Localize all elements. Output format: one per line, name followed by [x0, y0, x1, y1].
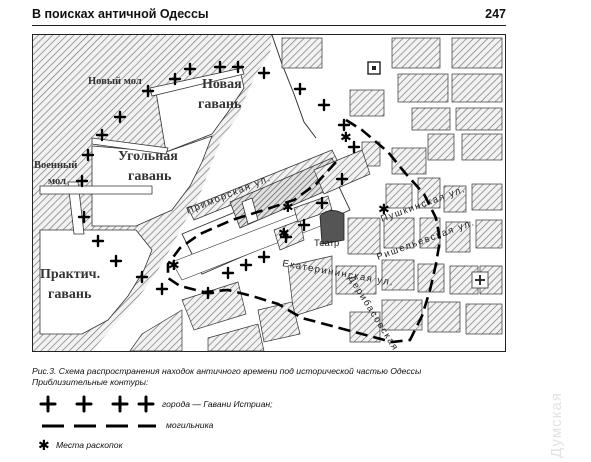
- page-number: 247: [485, 7, 506, 21]
- legend-excavations-label: Места раскопок: [56, 440, 123, 450]
- svg-text:✱: ✱: [278, 226, 290, 242]
- label-novaya-gavan-2: гавань: [198, 97, 242, 112]
- svg-text:✱: ✱: [340, 130, 352, 146]
- piers: [39, 67, 245, 235]
- legend-necropolis-label: могильника: [166, 420, 214, 430]
- label-voenniy-mol-1: Военный: [34, 160, 77, 171]
- theatre-building: [319, 210, 345, 245]
- book-title: В поисках античной Одессы: [32, 7, 209, 21]
- caption-line-1: Рис.3. Схема распространения находок ант…: [32, 366, 422, 376]
- legend: ✱ города — Гавани Истриан; могильника Ме…: [32, 392, 512, 456]
- legend-symbols: ✱: [38, 395, 156, 454]
- label-praktich-gavan-2: гавань: [48, 287, 92, 302]
- city-contour: [75, 60, 361, 300]
- caption-line-2: Приблизительные контуры:: [32, 377, 149, 387]
- label-voenniy-mol-2: мол: [48, 176, 66, 187]
- necropolis-contour: [166, 118, 442, 344]
- watermark: Думская: [548, 392, 565, 458]
- label-ugolnaya-gavan-2: гавань: [128, 169, 172, 184]
- header-rule: [32, 25, 506, 26]
- city-legend-icon: [39, 395, 155, 413]
- svg-text:✱: ✱: [378, 202, 390, 218]
- page-header: В поисках античной Одессы 247: [32, 4, 506, 26]
- svg-text:✱: ✱: [168, 258, 180, 274]
- excavation-markers: ✱ ✱ ✱ ✱ ✱: [168, 130, 390, 274]
- sea-area: [33, 35, 272, 351]
- figure-caption: Рис.3. Схема распространения находок ант…: [32, 366, 512, 388]
- legend-city-label: города — Гавани Истриан;: [162, 399, 273, 409]
- label-novaya-gavan-1: Новая: [202, 77, 242, 92]
- label-praktich-gavan-1: Практич.: [40, 267, 100, 282]
- church-icon: [471, 271, 489, 289]
- map-figure: Новый мол Новая гавань Угольная гавань В…: [32, 34, 506, 352]
- label-noviy-mol: Новый мол: [88, 76, 142, 87]
- excavation-legend-icon: ✱: [38, 438, 50, 454]
- svg-text:✱: ✱: [282, 200, 294, 216]
- label-ugolnaya-gavan-1: Угольная: [118, 149, 178, 164]
- label-teatr: Театр: [314, 238, 339, 249]
